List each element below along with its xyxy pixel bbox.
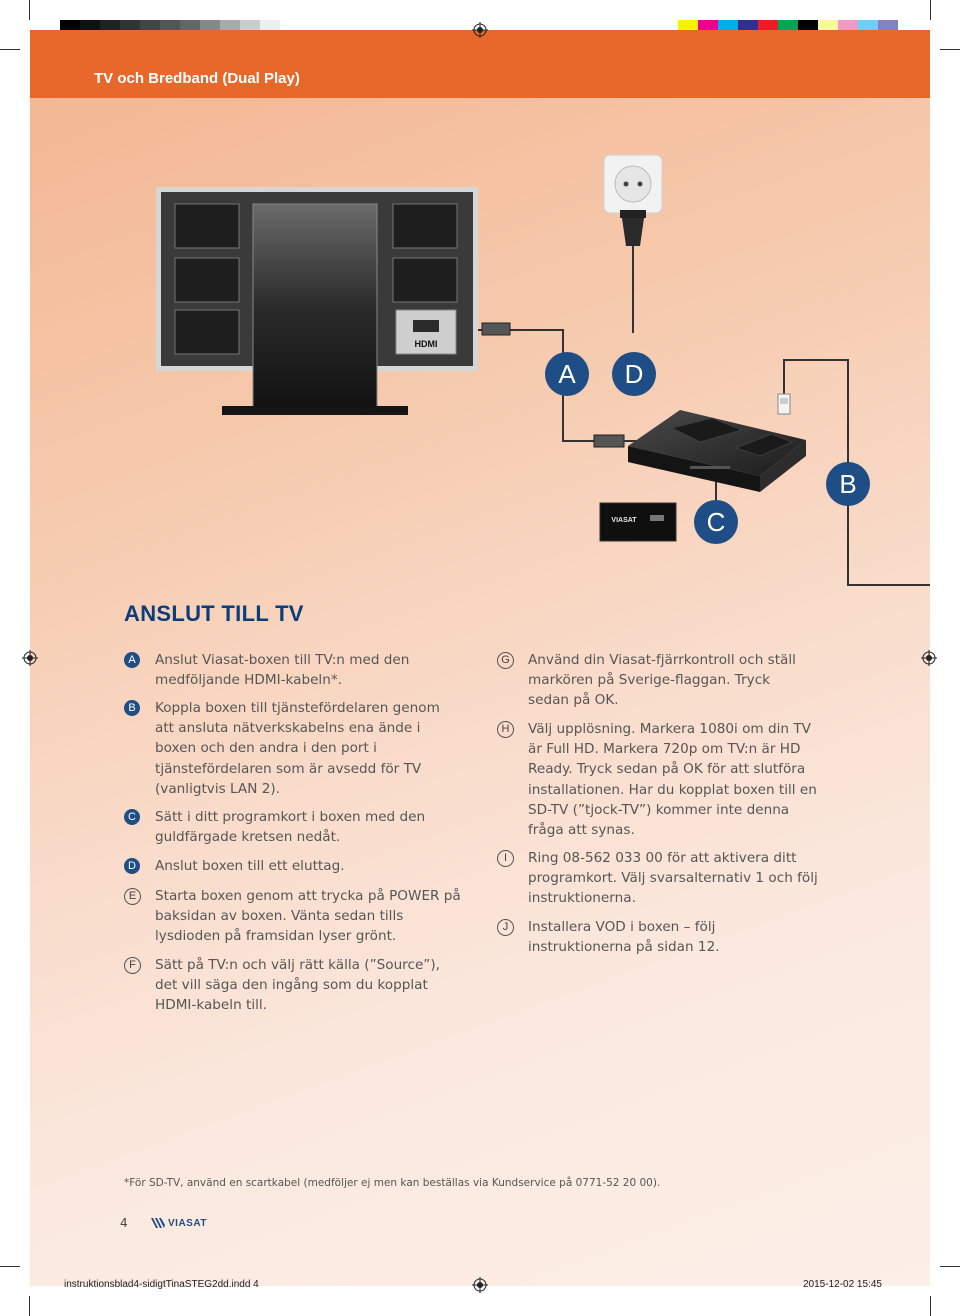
hdmi-port-label: HDMI [415, 339, 438, 349]
step-marker: A [124, 652, 140, 668]
step-text: Starta boxen genom att trycka på POWER p… [155, 888, 461, 945]
step-text: Koppla boxen till tjänstefördelaren geno… [155, 700, 440, 797]
step-text: Installera VOD i boxen – följ instruktio… [528, 919, 720, 956]
tv-back: HDMI [156, 187, 478, 415]
step-text: Sätt på TV:n och välj rätt källa (”Sourc… [155, 957, 440, 1014]
hdmi-plug-icon [481, 322, 511, 336]
ethernet-plug-icon [777, 393, 791, 415]
crop-mark [0, 1266, 20, 1267]
program-card: VIASAT [599, 502, 677, 542]
registration-mark-icon [22, 650, 38, 666]
connection-diagram: HDMI VIASAT [156, 154, 930, 586]
step-marker: I [497, 850, 514, 867]
registration-mark-icon [472, 1277, 488, 1293]
slug-date: 2015-12-02 15:45 [803, 1279, 882, 1290]
viasat-logo: VIASAT [151, 1217, 207, 1229]
diagram-badge-d: D [612, 352, 656, 396]
step-marker: G [497, 652, 514, 669]
step-text: Anslut boxen till ett eluttag. [155, 858, 345, 874]
crop-mark [940, 49, 960, 50]
step-text: Välj upplösning. Markera 1080i om din TV… [528, 721, 817, 839]
set-top-box [628, 410, 806, 492]
step-text: Ring 08-562 033 00 för att aktivera ditt… [528, 850, 818, 907]
step-marker: B [124, 700, 140, 716]
step-marker: E [124, 888, 141, 905]
diagram-badge-a: A [545, 352, 589, 396]
footnote: *För SD-TV, använd en scartkabel (medföl… [124, 1177, 661, 1189]
section-title: ANSLUT TILL TV [124, 601, 304, 626]
step-marker: F [124, 957, 141, 974]
page-number: 4 [120, 1216, 128, 1230]
card-brand-text: VIASAT [611, 517, 637, 524]
header-title: TV och Bredband (Dual Play) [94, 70, 300, 87]
registration-mark-icon [921, 650, 937, 666]
registration-mark-icon [472, 22, 488, 38]
step-marker: D [124, 858, 140, 874]
crop-mark [930, 0, 931, 20]
slug-filename: instruktionsblad4-sidigtTinaSTEG2dd.indd… [64, 1279, 259, 1290]
step-text: Anslut Viasat-boxen till TV:n med den me… [155, 652, 410, 689]
crop-mark [940, 1266, 960, 1267]
viasat-logo-mark-icon [151, 1218, 165, 1228]
crop-mark [29, 1296, 30, 1316]
diagram-badge-c: C [694, 500, 738, 544]
power-outlet-icon [603, 154, 663, 333]
hdmi-plug-icon [593, 434, 625, 448]
header-band [30, 30, 930, 98]
crop-mark [930, 1296, 931, 1316]
step-marker: C [124, 809, 140, 825]
crop-mark [0, 49, 20, 50]
step-text: Använd din Viasat-fjärrkontroll och stäl… [528, 652, 796, 709]
crop-mark [29, 0, 30, 20]
step-marker: H [497, 721, 514, 738]
step-marker: J [497, 919, 514, 936]
step-text: Sätt i ditt programkort i boxen med den … [155, 809, 426, 846]
diagram-badge-b: B [826, 462, 870, 506]
ethernet-cable [783, 359, 930, 586]
viasat-logo-text: VIASAT [168, 1217, 207, 1229]
